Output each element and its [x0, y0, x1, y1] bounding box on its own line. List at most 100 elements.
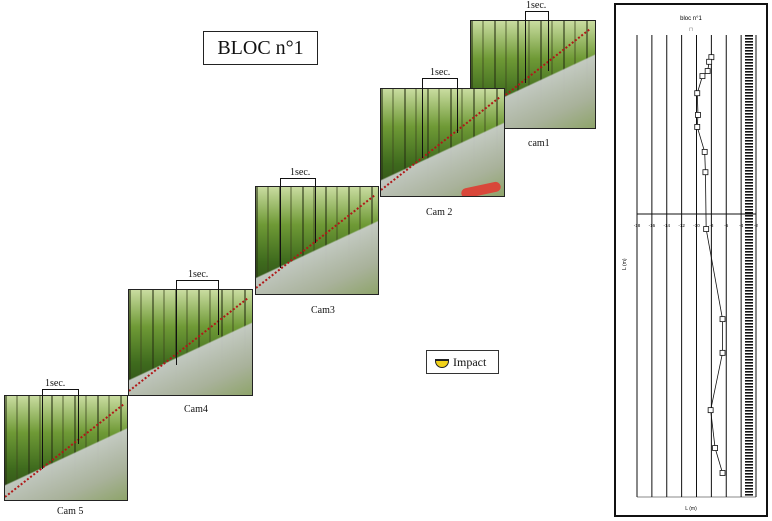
edge-hatch — [745, 380, 753, 382]
data-point — [719, 470, 726, 476]
edge-hatch — [745, 479, 753, 481]
edge-hatch — [745, 398, 753, 400]
edge-hatch — [745, 77, 753, 79]
interval-line — [525, 11, 526, 83]
edge-hatch — [745, 182, 753, 184]
x-tick-label: -4 — [739, 223, 743, 228]
data-point — [719, 349, 726, 356]
edge-hatch — [745, 473, 753, 475]
edge-hatch — [745, 212, 753, 214]
camera-photo-cam4 — [128, 289, 253, 396]
edge-hatch — [745, 80, 753, 82]
x-tick-label: -8 — [709, 223, 713, 228]
edge-hatch — [745, 170, 753, 172]
edge-hatch — [745, 191, 753, 193]
edge-hatch — [745, 260, 753, 262]
camera-label: Cam 5 — [57, 506, 84, 517]
edge-hatch — [745, 437, 753, 439]
edge-hatch — [745, 95, 753, 97]
edge-hatch — [745, 353, 753, 355]
camera-label: Cam 2 — [426, 207, 453, 218]
edge-hatch — [745, 128, 753, 130]
edge-hatch — [745, 443, 753, 445]
impact-legend-label: Impact — [453, 355, 487, 369]
edge-hatch — [745, 317, 753, 319]
edge-hatch — [745, 41, 753, 43]
edge-hatch — [745, 116, 753, 118]
data-point — [706, 58, 713, 65]
edge-hatch — [745, 395, 753, 397]
edge-hatch — [745, 341, 753, 343]
edge-hatch — [745, 407, 753, 409]
edge-hatch — [745, 98, 753, 100]
edge-hatch — [745, 338, 753, 340]
edge-hatch — [745, 299, 753, 301]
edge-hatch — [745, 224, 753, 226]
x-tick-label: -2 — [754, 223, 758, 228]
edge-hatch — [745, 416, 753, 418]
x-tick-label: -14 — [663, 223, 670, 228]
interval-line — [176, 280, 177, 365]
edge-hatch — [745, 362, 753, 364]
chart-title: bloc n°1 — [680, 16, 702, 22]
interval-line — [78, 389, 79, 444]
edge-hatch — [745, 305, 753, 307]
edge-hatch — [745, 434, 753, 436]
edge-hatch — [745, 374, 753, 376]
edge-hatch — [745, 245, 753, 247]
edge-hatch — [745, 320, 753, 322]
x-tick-label: -6 — [724, 223, 728, 228]
edge-hatch — [745, 461, 753, 463]
edge-hatch — [745, 266, 753, 268]
edge-hatch — [745, 125, 753, 127]
edge-hatch — [745, 389, 753, 391]
edge-hatch — [745, 248, 753, 250]
edge-hatch — [745, 110, 753, 112]
edge-hatch — [745, 449, 753, 451]
x-tick-label: -18 — [634, 223, 641, 228]
edge-hatch — [745, 101, 753, 103]
edge-hatch — [745, 296, 753, 298]
edge-hatch — [745, 425, 753, 427]
edge-hatch — [745, 254, 753, 256]
interval-line — [548, 11, 549, 71]
edge-hatch — [745, 239, 753, 241]
edge-hatch — [745, 428, 753, 430]
x-tick-label: -10 — [693, 223, 700, 228]
edge-hatch — [745, 347, 753, 349]
edge-hatch — [745, 458, 753, 460]
edge-hatch — [745, 377, 753, 379]
edge-hatch — [745, 215, 753, 217]
edge-hatch — [745, 494, 753, 496]
interval-label: 1sec. — [188, 269, 209, 280]
edge-hatch — [745, 470, 753, 472]
edge-hatch — [745, 314, 753, 316]
data-point — [701, 148, 708, 155]
edge-hatch — [745, 146, 753, 148]
edge-hatch — [745, 119, 753, 121]
edge-hatch — [745, 482, 753, 484]
edge-hatch — [745, 107, 753, 109]
data-point — [694, 124, 701, 130]
camera-photo-cam5 — [4, 395, 128, 501]
edge-hatch — [745, 122, 753, 124]
edge-hatch — [745, 194, 753, 196]
edge-hatch — [745, 35, 753, 37]
edge-hatch — [745, 164, 753, 166]
edge-hatch — [745, 335, 753, 337]
camera-label: cam1 — [528, 138, 550, 149]
edge-hatch — [745, 383, 753, 385]
edge-hatch — [745, 176, 753, 178]
edge-hatch — [745, 386, 753, 388]
edge-hatch — [745, 446, 753, 448]
edge-hatch — [745, 368, 753, 370]
edge-hatch — [745, 38, 753, 40]
data-point — [703, 226, 710, 232]
edge-hatch — [745, 104, 753, 106]
edge-hatch — [745, 197, 753, 199]
edge-hatch — [745, 50, 753, 52]
edge-hatch — [745, 83, 753, 85]
chart-subtitle: (°) — [689, 26, 694, 31]
edge-hatch — [745, 158, 753, 160]
edge-hatch — [745, 332, 753, 334]
